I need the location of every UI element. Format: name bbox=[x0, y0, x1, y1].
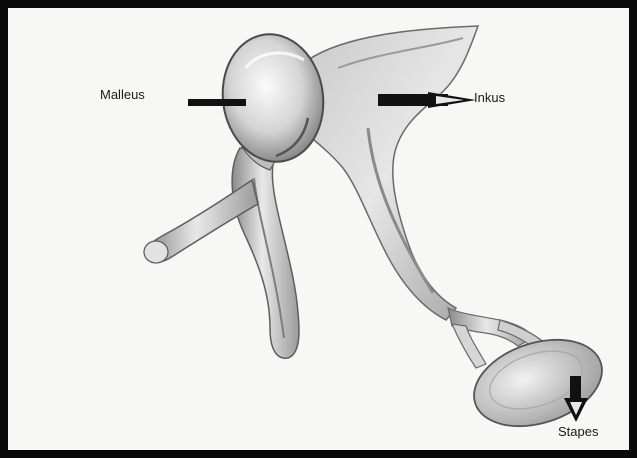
malleus-pointer bbox=[188, 99, 246, 106]
malleus-head bbox=[215, 28, 332, 169]
incus-label: Inkus bbox=[474, 90, 505, 105]
malleus-handle bbox=[232, 148, 299, 358]
incus-body bbox=[298, 26, 478, 320]
stapes-label: Stapes bbox=[558, 424, 598, 439]
malleus-label: Malleus bbox=[100, 87, 145, 102]
incus-pointer-arrow bbox=[378, 92, 476, 108]
ossicles-drawing bbox=[8, 8, 637, 458]
